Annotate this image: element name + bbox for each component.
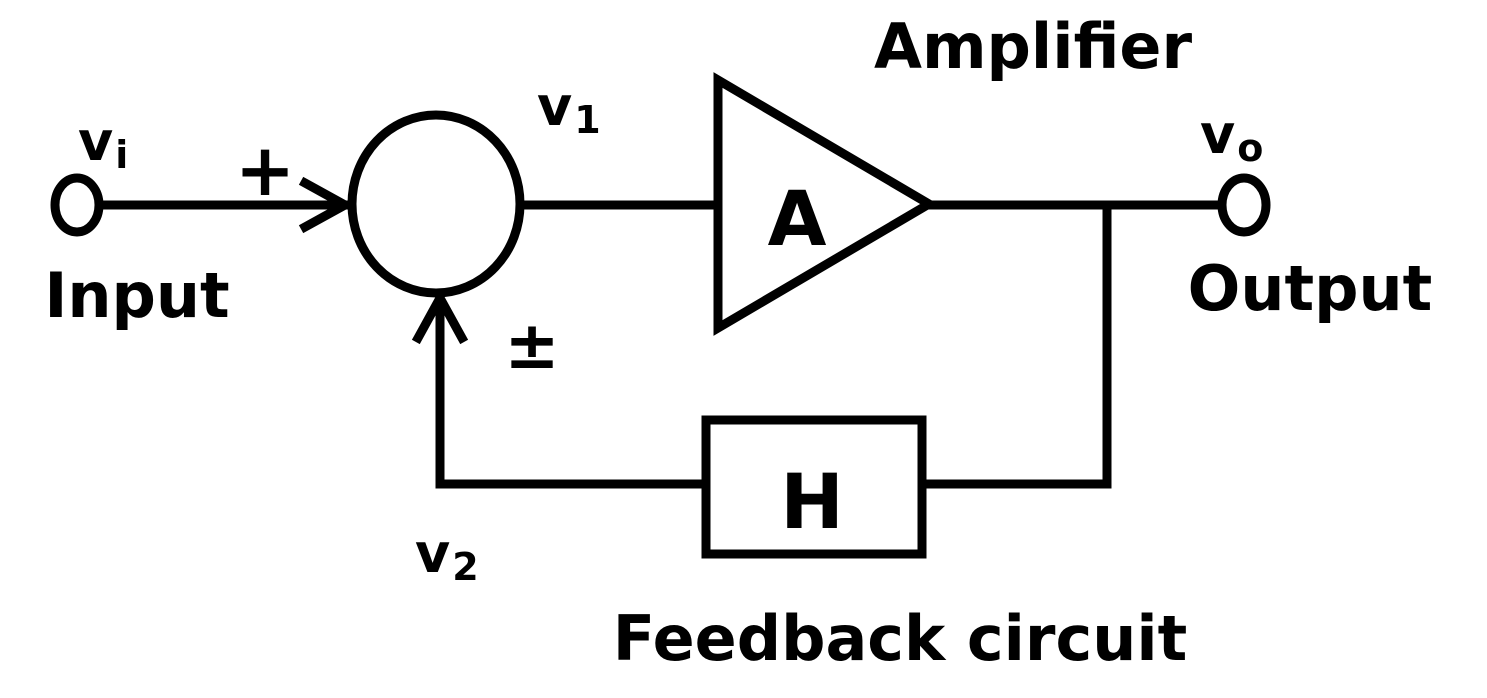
signal-vo-label: vo xyxy=(1200,103,1263,170)
amplifier-symbol: A xyxy=(768,174,827,263)
plusminus-sign: ± xyxy=(504,307,559,384)
input-label: Input xyxy=(44,259,229,332)
feedback-symbol: H xyxy=(780,457,844,546)
plus-sign: + xyxy=(235,128,295,212)
feedback-right-wire xyxy=(917,200,1112,489)
output-terminal xyxy=(1217,173,1271,237)
feedback-title: Feedback circuit xyxy=(613,602,1187,675)
signal-vi-label: vi xyxy=(78,110,128,177)
feedback-arrowhead xyxy=(411,288,469,345)
input-arrowhead xyxy=(298,176,355,234)
amplifier-triangle xyxy=(713,72,938,336)
amplifier-title: Amplifier xyxy=(874,10,1192,83)
output-label: Output xyxy=(1188,252,1433,325)
signal-v2-label: v2 xyxy=(415,522,479,589)
feedback-box xyxy=(701,415,927,559)
input-terminal xyxy=(50,173,104,237)
feedback-left-wire xyxy=(435,295,711,489)
signal-v1-label: v1 xyxy=(537,75,601,142)
summing-junction xyxy=(347,110,525,298)
